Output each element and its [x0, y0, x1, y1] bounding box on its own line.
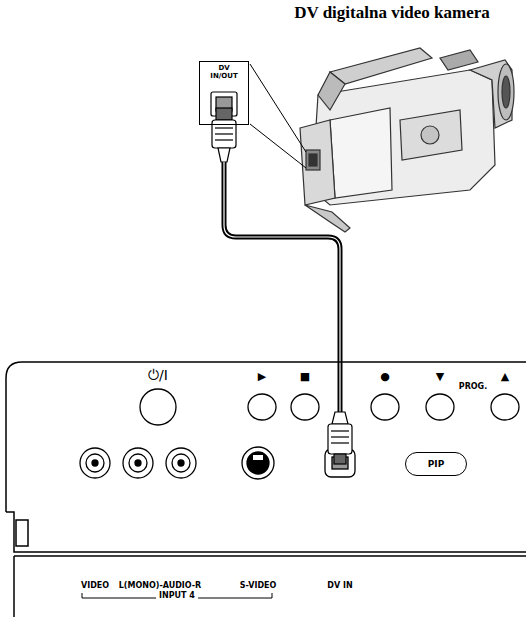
- up-symbol: ▲: [501, 371, 509, 383]
- stop-symbol: ■: [300, 371, 310, 383]
- dv-plug-top-part: [215, 133, 233, 134]
- dv-plug-top-part: [215, 139, 233, 140]
- input-jacks-part: [172, 454, 190, 472]
- dv-plug-top: [212, 108, 236, 162]
- dv-plug-bottom-part: [328, 424, 352, 454]
- panel-buttons-part: [371, 394, 399, 420]
- node-text: DV IN/OUT: [209, 64, 239, 80]
- power-symbol: ⏻/I: [148, 368, 168, 383]
- input-jacks-part: [92, 460, 98, 466]
- zoom-leaders-part: [250, 124, 306, 168]
- play-symbol: ▶: [258, 371, 266, 383]
- camcorder-part: [330, 108, 392, 198]
- input-jacks: [80, 447, 355, 479]
- input-jacks-part: [135, 460, 141, 466]
- zoom-leaders: [250, 64, 306, 168]
- camcorder-part: [300, 120, 335, 205]
- dv-plug-top-part: [215, 127, 233, 128]
- input-jacks-part: [166, 448, 196, 478]
- panel-buttons: [140, 389, 519, 425]
- input-jacks-part: [80, 448, 110, 478]
- camcorder-part: [421, 126, 439, 144]
- dv-plug-bottom-part: [331, 442, 349, 443]
- group-label: INPUT 4: [156, 592, 198, 601]
- panel-buttons-part: [426, 394, 454, 420]
- dv-plug-bottom-part: [331, 436, 349, 437]
- dv-plug-top-part: [218, 148, 230, 162]
- zoom-box: DV IN/OUT: [199, 61, 249, 125]
- camcorder: [300, 48, 514, 232]
- recorder-panel-part: [14, 555, 526, 557]
- dv-plug-bottom-part: [334, 454, 346, 464]
- zoom-leaders-part: [250, 64, 306, 152]
- prog-label: PROG.: [459, 383, 487, 392]
- input-jacks-part: [247, 452, 269, 474]
- node-text: PIP: [428, 459, 445, 469]
- input-jacks-part: [86, 454, 104, 472]
- input-jacks-part: [253, 455, 263, 460]
- dv-cable: [224, 162, 340, 412]
- record-symbol: ●: [380, 371, 390, 383]
- jack-label: DV IN: [327, 582, 352, 591]
- panel-buttons-part: [140, 389, 176, 425]
- camcorder-part: [309, 154, 317, 166]
- camcorder-part: [318, 72, 345, 110]
- input-jacks-part: [123, 448, 153, 478]
- camcorder-part: [502, 76, 510, 108]
- camcorder-part: [312, 70, 495, 205]
- dv-plug-bottom-part: [331, 430, 349, 431]
- recorder-panel-part: [13, 556, 15, 617]
- camcorder-part: [306, 150, 320, 170]
- panel-buttons-part: [491, 394, 519, 420]
- jack-label: L(MONO)-AUDIO-R: [119, 582, 201, 591]
- input-jacks-part: [129, 454, 147, 472]
- input-jacks-part: [178, 460, 184, 466]
- dv-plug-bottom: [328, 412, 352, 464]
- camcorder-part: [400, 110, 462, 160]
- camcorder-part: [330, 48, 432, 84]
- dv-cable-core: [224, 162, 340, 412]
- dv-plug-top-part: [216, 108, 232, 120]
- jack-label: S-VIDEO: [240, 582, 277, 591]
- recorder-panel-part: [16, 520, 28, 546]
- input-jacks-part: [242, 447, 274, 479]
- recorder-panel-part: [6, 512, 526, 552]
- dv-plug-bottom-part: [332, 412, 348, 424]
- panel-buttons-part: [291, 394, 319, 420]
- camcorder-part: [440, 50, 478, 70]
- recorder-panel: [6, 362, 526, 617]
- down-symbol: ▼: [436, 371, 444, 383]
- camcorder-part: [305, 205, 350, 232]
- jack-label: VIDEO: [81, 582, 109, 591]
- diagram-title: DV digitalna video kamera: [294, 4, 490, 23]
- camcorder-part: [498, 64, 514, 120]
- recorder-panel-part: [6, 362, 526, 512]
- panel-buttons-part: [248, 394, 276, 420]
- pip-button: PIP: [405, 452, 467, 476]
